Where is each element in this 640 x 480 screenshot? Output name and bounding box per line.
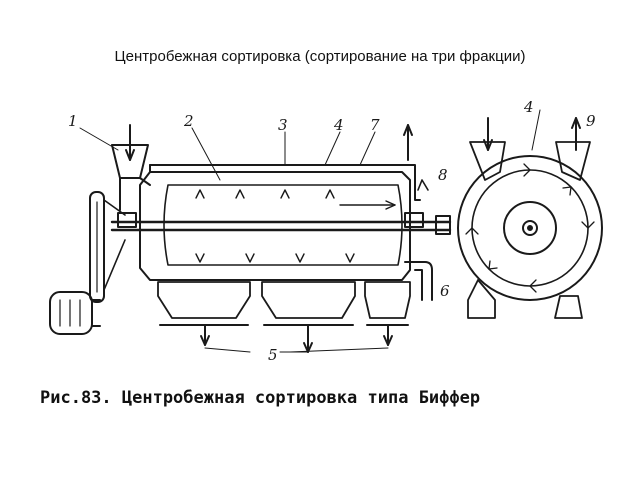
callout-3: 3: [278, 116, 288, 134]
end-view-outlet-right: [554, 295, 583, 319]
end-view-hub: [503, 201, 557, 255]
slide-title: Центробежная сортировка (сортирование на…: [114, 48, 526, 65]
outer-casing: [139, 171, 411, 281]
callout-1: 1: [68, 112, 78, 130]
callout-6: 6: [440, 282, 450, 300]
bearing-right: [404, 212, 424, 228]
end-view-inlet-right: [555, 141, 591, 181]
bottom-hopper-3: [364, 281, 411, 319]
callout-8: 8: [438, 166, 448, 184]
end-view-inlet-left: [469, 141, 506, 181]
belt-pulley: [89, 191, 105, 303]
end-view-shaft: [522, 220, 538, 236]
figure-caption: Рис.83. Центробежная сортировка типа Биф…: [40, 388, 480, 408]
motor: [49, 291, 93, 335]
callout-5: 5: [268, 346, 278, 364]
callout-2: 2: [183, 112, 194, 130]
bottom-hopper-1: [157, 281, 251, 319]
callout-4: 4: [333, 116, 344, 134]
bearing-left: [117, 212, 137, 228]
callout-9: 9: [586, 112, 596, 130]
callout-7: 7: [370, 116, 380, 134]
bottom-hopper-2: [261, 281, 356, 319]
outlet-8: [399, 164, 421, 201]
sieve-drum: [163, 184, 403, 266]
end-view-outlet-left: [467, 279, 496, 319]
outlet-6: [404, 261, 433, 301]
end-view-casing: [457, 155, 603, 301]
callout-4-end: 4: [523, 98, 534, 116]
